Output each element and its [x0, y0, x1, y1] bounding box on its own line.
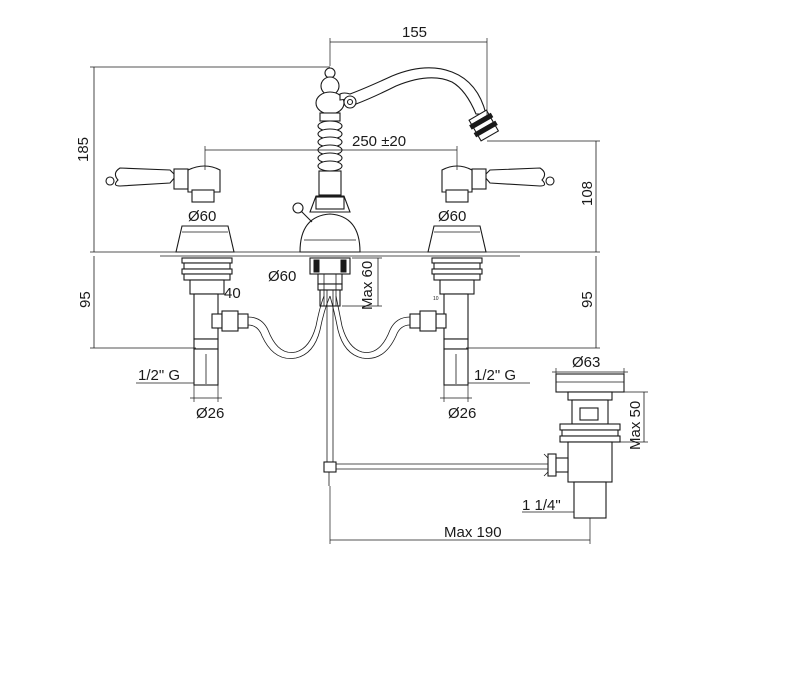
dim-right-shank: Ø26 [448, 405, 476, 422]
dim-left-below-deck: 95 [77, 291, 94, 308]
dim-center-flange: Ø60 [268, 268, 296, 285]
pop-up-waste [543, 373, 625, 519]
deck-surface [160, 251, 520, 257]
dim-left-shank: Ø26 [196, 405, 224, 422]
flex-hoses [211, 295, 447, 359]
dim-right-thread: 1/2" G [474, 367, 516, 384]
dim-right-connector-tiny: 10 [433, 296, 439, 302]
dim-waste-thread: 1 1/4" [522, 497, 561, 514]
dim-handle-height: 108 [579, 181, 596, 206]
dimension-labels: 155 185 250 ±20 108 Ø60 Ø60 Ø60 Max 60 9… [75, 24, 644, 541]
pop-up-rod [323, 290, 548, 486]
dim-waste-max-height: Max 50 [627, 401, 644, 450]
dim-left-rosette: Ø60 [188, 208, 216, 225]
dim-right-rosette: Ø60 [438, 208, 466, 225]
right-handle-assembly [427, 165, 555, 386]
dim-handle-spacing: 250 ±20 [352, 133, 406, 150]
dim-total-height: 185 [75, 137, 92, 162]
dim-left-thread: 1/2" G [138, 367, 180, 384]
dim-waste-flange: Ø63 [572, 354, 600, 371]
dim-left-connector: 40 [224, 285, 241, 302]
dimension-lines [90, 38, 648, 544]
dim-spout-reach: 155 [402, 24, 427, 41]
dim-right-below-deck: 95 [579, 291, 596, 308]
dim-waste-max-length: Max 190 [444, 524, 502, 541]
dim-max-60: Max 60 [359, 261, 376, 310]
left-handle-assembly [105, 165, 235, 386]
